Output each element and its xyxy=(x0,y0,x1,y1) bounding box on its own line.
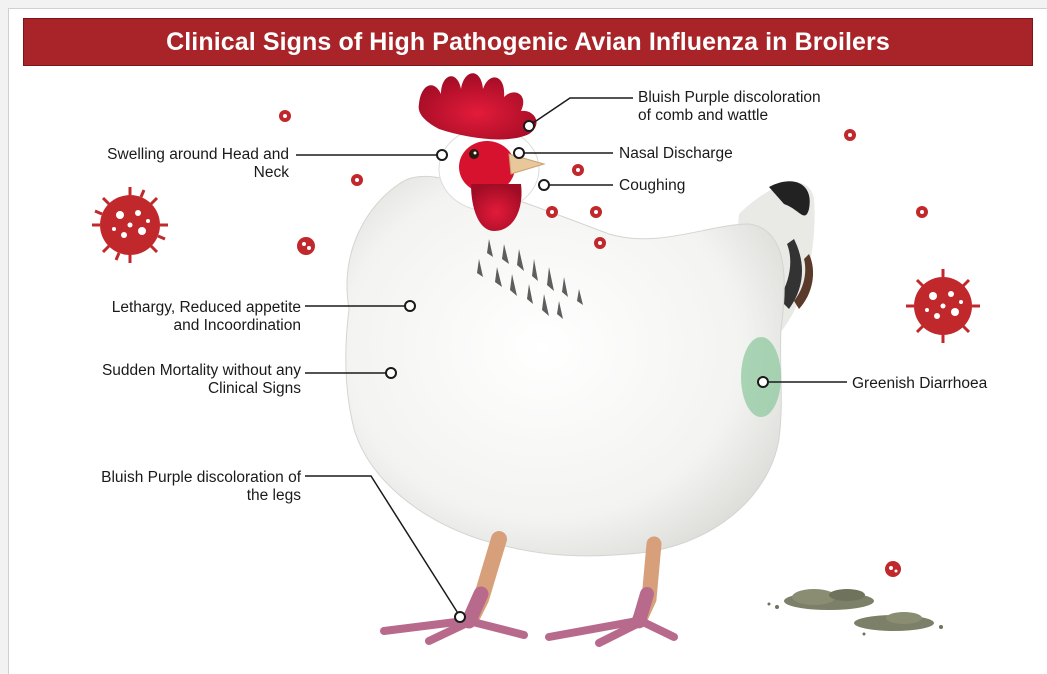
label-line: Sudden Mortality without any xyxy=(102,362,301,380)
label-line: Bluish Purple discoloration xyxy=(638,89,821,107)
label-line: of comb and wattle xyxy=(638,107,821,125)
label-comb-discoloration: Bluish Purple discoloration of comb and … xyxy=(638,89,821,125)
label-swelling: Swelling around Head and Neck xyxy=(107,146,289,182)
label-line: Nasal Discharge xyxy=(619,145,733,163)
label-line: Greenish Diarrhoea xyxy=(852,375,987,393)
label-line: the legs xyxy=(101,487,301,505)
label-line: and Incoordination xyxy=(112,317,301,335)
droppings-icon xyxy=(768,589,944,636)
label-nasal-discharge: Nasal Discharge xyxy=(619,145,733,163)
label-line: Coughing xyxy=(619,177,685,195)
label-sudden-mortality: Sudden Mortality without any Clinical Si… xyxy=(102,362,301,398)
label-line: Bluish Purple discoloration of xyxy=(101,469,301,487)
illustration-canvas xyxy=(9,9,1047,674)
chicken-illustration xyxy=(346,73,815,643)
label-coughing: Coughing xyxy=(619,177,685,195)
label-line: Clinical Signs xyxy=(102,380,301,398)
label-line: Neck xyxy=(107,164,289,182)
label-greenish-diarrhoea: Greenish Diarrhoea xyxy=(852,375,987,393)
label-lethargy: Lethargy, Reduced appetite and Incoordin… xyxy=(112,299,301,335)
label-line: Lethargy, Reduced appetite xyxy=(112,299,301,317)
label-legs-discoloration: Bluish Purple discoloration of the legs xyxy=(101,469,301,505)
label-line: Swelling around Head and xyxy=(107,146,289,164)
infographic-frame: Clinical Signs of High Pathogenic Avian … xyxy=(8,8,1047,674)
